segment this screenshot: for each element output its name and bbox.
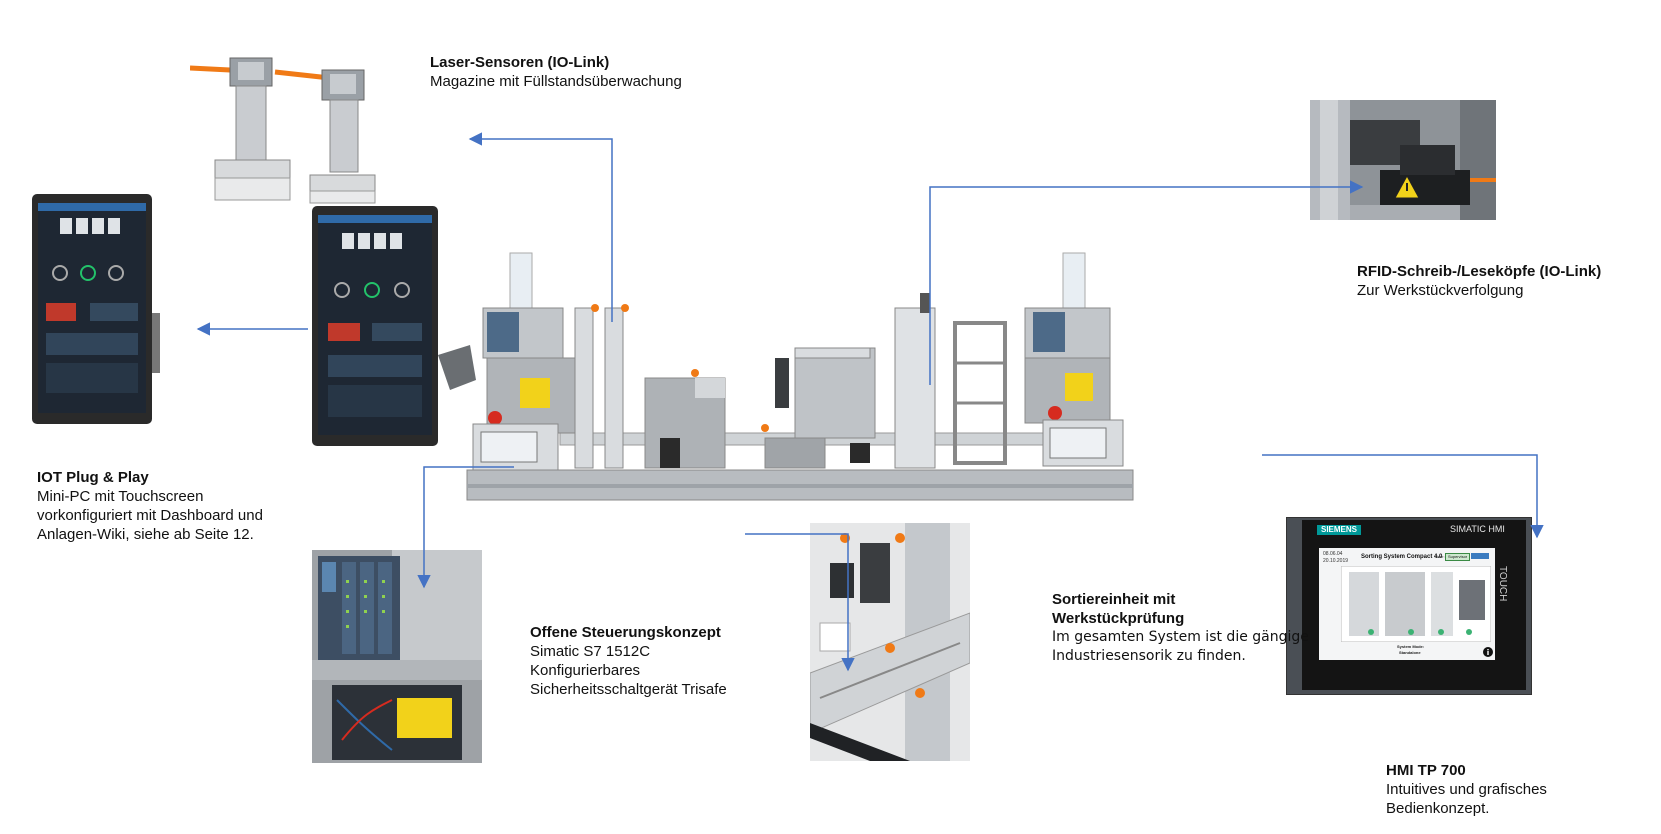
hmi-product: SIMATIC HMI (1450, 524, 1505, 534)
sorting-desc-line-1: Im gesamten System ist die gängige (1052, 629, 1309, 645)
hmi-screen: 08.06.04 20.10.2019 Sorting System Compa… (1319, 548, 1495, 660)
control-label: Offene Steuerungskonzept Simatic S7 1512… (530, 623, 727, 699)
hmi-mode-label: System Mode: (1397, 644, 1425, 649)
laser-sensor-label: Laser-Sensoren (IO-Link) Magazine mit Fü… (430, 53, 682, 91)
control-desc-line-2: Konfigurierbares (530, 662, 641, 679)
hmi-date: 08.06.04 (1323, 551, 1343, 557)
laser-sensor-photo (190, 50, 390, 205)
sorting-label: Sortiereinheit mit Werkstückprüfung Im g… (1052, 590, 1309, 666)
iot-title: IOT Plug & Play (37, 469, 149, 486)
iot-tablet-photo (30, 193, 165, 425)
control-cabinet-photo (312, 550, 482, 763)
arrow-control (417, 466, 514, 589)
hmi-panel: SIEMENS SIMATIC HMI TOUCH 08.06.04 20.10… (1286, 517, 1532, 695)
info-icon[interactable] (1483, 647, 1493, 657)
iot-desc-line-1: Mini-PC mit Touchscreen (37, 488, 204, 505)
sorting-unit-photo (810, 523, 970, 761)
hmi-user-value: Supervisor (1445, 553, 1471, 561)
hmi-desc-line-2: Bedienkonzept. (1386, 800, 1490, 817)
control-desc-line-3: Sicherheitsschaltgerät Trisafe (530, 681, 727, 698)
hmi-mode-value: Standalone (1399, 650, 1421, 655)
rfid-title: RFID-Schreib-/Leseköpfe (IO-Link) (1357, 263, 1602, 280)
hmi-touch: TOUCH (1497, 566, 1508, 602)
control-desc-line-1: Simatic S7 1512C (530, 643, 651, 660)
hmi-desc-line-1: Intuitives und grafisches (1386, 781, 1547, 798)
production-line-photo (465, 248, 1135, 506)
hmi-time: 20.10.2019 (1323, 558, 1349, 564)
iot-desc-line-3: Anlagen-Wiki, siehe ab Seite 12. (37, 526, 254, 543)
arrow-rfid (929, 180, 1364, 385)
sorting-desc-line-2: Industriesensorik zu finden. (1052, 648, 1246, 664)
hmi-logout-button[interactable] (1471, 553, 1489, 559)
hmi-title: HMI TP 700 (1386, 762, 1466, 779)
rfid-label: RFID-Schreib-/Leseköpfe (IO-Link) Zur We… (1357, 262, 1601, 300)
warning-triangle-icon (1394, 174, 1420, 199)
hmi-screen-title: Sorting System Compact 4.0 (1361, 554, 1443, 560)
hmi-user-label: User: (1435, 554, 1445, 559)
rfid-desc: Zur Werkstückverfolgung (1357, 282, 1524, 299)
rfid-head-photo (1310, 100, 1496, 220)
arrow-hmi (1262, 454, 1544, 539)
iot-label: IOT Plug & Play Mini-PC mit Touchscreen … (37, 468, 263, 544)
sorting-title-line-2: Werkstückprüfung (1052, 610, 1185, 627)
arrow-sorting (745, 533, 855, 672)
hmi-label: HMI TP 700 Intuitives und grafisches Bed… (1386, 761, 1547, 818)
iot-tablet-photo-2 (310, 205, 480, 447)
arrow-laser (468, 132, 613, 322)
sorting-title-line-1: Sortiereinheit mit (1052, 591, 1176, 608)
laser-sensor-title: Laser-Sensoren (IO-Link) (430, 54, 610, 71)
laser-sensor-desc: Magazine mit Füllstandsüberwachung (430, 73, 682, 90)
hmi-brand: SIEMENS (1317, 525, 1362, 535)
control-title: Offene Steuerungskonzept (530, 624, 721, 641)
iot-desc-line-2: vorkonfiguriert mit Dashboard und (37, 507, 263, 524)
